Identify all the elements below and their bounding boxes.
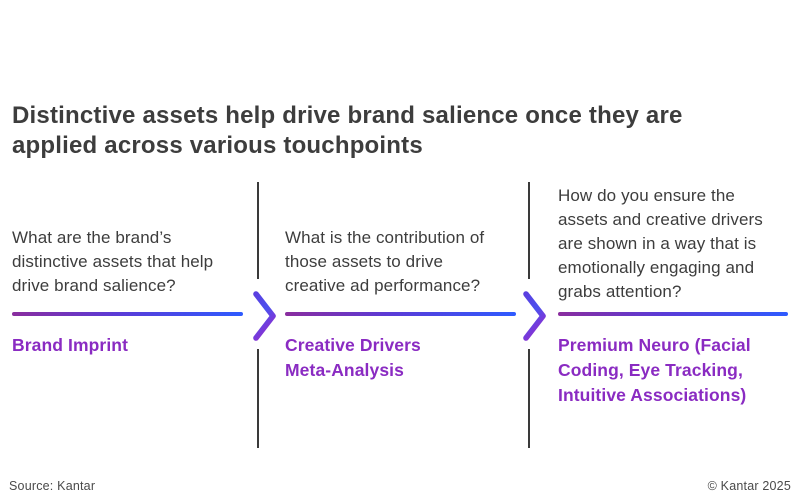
question-brand-imprint: What are the brand’s distinctive assets … bbox=[12, 226, 257, 298]
text-line: Intuitive Associations) bbox=[558, 385, 747, 405]
text-line: Coding, Eye Tracking, bbox=[558, 360, 743, 380]
text-line: How do you ensure the bbox=[558, 186, 735, 205]
column-divider-2-bottom bbox=[528, 349, 530, 448]
page-title-line-2: applied across various touchpoints bbox=[12, 132, 423, 159]
text-line: Premium Neuro (Facial bbox=[558, 335, 751, 355]
text-line: drive brand salience? bbox=[12, 276, 176, 295]
copyright-notice: © Kantar 2025 bbox=[707, 479, 791, 493]
text-line: grabs attention? bbox=[558, 282, 682, 301]
column-divider-1-bottom bbox=[257, 349, 259, 448]
source-attribution: Source: Kantar bbox=[9, 479, 96, 493]
text-line: Creative Drivers bbox=[285, 335, 421, 355]
stage-label-brand-imprint: Brand Imprint bbox=[12, 333, 257, 358]
column-divider-2-top bbox=[528, 182, 530, 279]
flow-arrow-shaft-1 bbox=[12, 312, 243, 316]
stage-label-premium-neuro: Premium Neuro (Facial Coding, Eye Tracki… bbox=[558, 333, 800, 408]
text-line: are shown in a way that is bbox=[558, 234, 757, 253]
column-divider-1-top bbox=[257, 182, 259, 279]
text-line: Brand Imprint bbox=[12, 335, 129, 355]
text-line: Meta-Analysis bbox=[285, 360, 404, 380]
flow-arrow-shaft-2 bbox=[285, 312, 516, 316]
question-creative-drivers: What is the contribution of those assets… bbox=[285, 226, 530, 298]
text-line: distinctive assets that help bbox=[12, 252, 214, 271]
question-premium-neuro: How do you ensure the assets and creativ… bbox=[558, 184, 798, 304]
chevron-right-icon bbox=[523, 291, 546, 341]
text-line: emotionally engaging and bbox=[558, 258, 755, 277]
stage-label-creative-drivers: Creative Drivers Meta-Analysis bbox=[285, 333, 530, 383]
text-line: What is the contribution of bbox=[285, 228, 485, 247]
flow-arrow-shaft-3 bbox=[558, 312, 788, 316]
text-line: those assets to drive bbox=[285, 252, 444, 271]
page-title: Distinctive assets help drive brand sali… bbox=[12, 101, 772, 161]
page-title-line-1: Distinctive assets help drive brand sali… bbox=[12, 102, 683, 129]
text-line: What are the brand’s bbox=[12, 228, 172, 247]
chevron-right-icon bbox=[253, 291, 276, 341]
text-line: creative ad performance? bbox=[285, 276, 481, 295]
text-line: assets and creative drivers bbox=[558, 210, 763, 229]
